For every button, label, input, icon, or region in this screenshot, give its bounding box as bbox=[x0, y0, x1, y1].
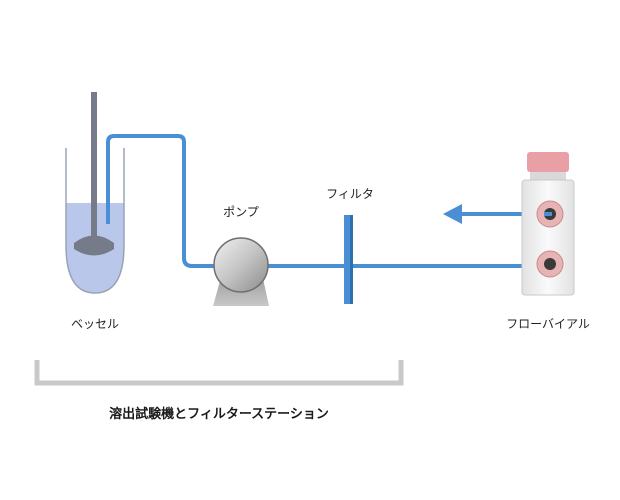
vessel bbox=[65, 92, 125, 294]
arrow-out-of-vial bbox=[443, 204, 462, 224]
pump-icon bbox=[213, 237, 269, 306]
filter-label: フィルタ bbox=[326, 187, 374, 201]
vessel-label: ベッセル bbox=[71, 317, 119, 331]
vial-port-bottom-center bbox=[544, 258, 556, 270]
flow-vial-label: フローバイアル bbox=[506, 317, 590, 331]
stirrer-shaft bbox=[91, 92, 97, 242]
pump-label: ポンプ bbox=[223, 205, 259, 219]
sampling-tube bbox=[106, 134, 214, 268]
filter-plate bbox=[344, 215, 353, 304]
pump-body bbox=[213, 237, 269, 293]
stirrer-paddle bbox=[74, 235, 114, 256]
vial-cap bbox=[527, 152, 569, 172]
vessel-outline bbox=[65, 148, 125, 294]
filter bbox=[344, 215, 353, 304]
filter-plate-edge bbox=[350, 215, 353, 304]
system-caption: 溶出試験機とフィルターステーション bbox=[109, 406, 329, 422]
flow-vial-icon bbox=[521, 152, 575, 296]
vial-body bbox=[521, 179, 575, 296]
system-bracket bbox=[34, 360, 404, 386]
vial-neck bbox=[530, 172, 566, 180]
